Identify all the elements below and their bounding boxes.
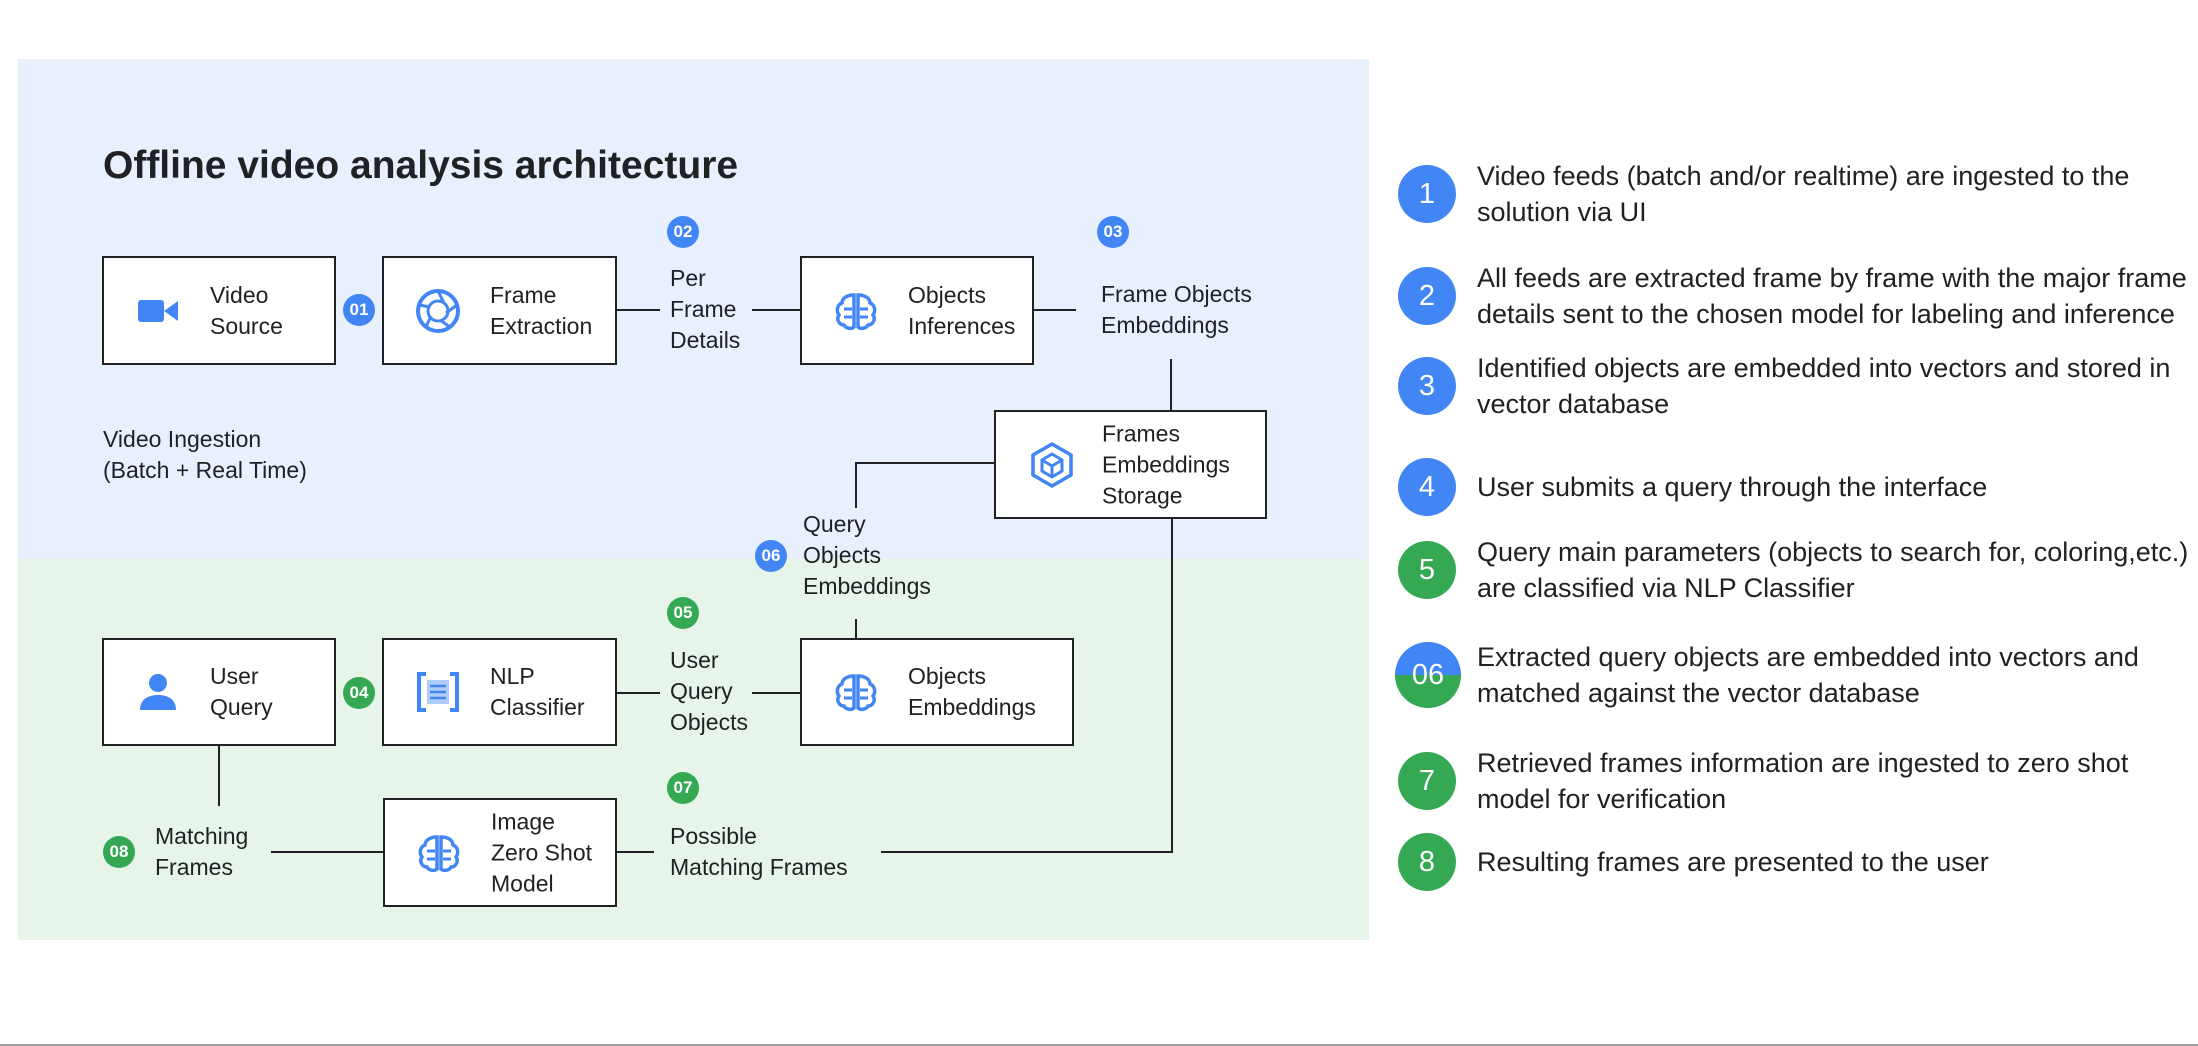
step-badge-06: 06 [755, 540, 787, 572]
step-badge-03: 03 [1097, 216, 1129, 248]
legend-number: 4 [1398, 458, 1456, 516]
legend-text: Query main parameters (objects to search… [1477, 537, 2189, 603]
legend-item-7: 7 Retrieved frames information are inges… [1398, 748, 2188, 814]
step-badge-02: 02 [667, 216, 699, 248]
legend-item-6: 06 Extracted query objects are embedded … [1395, 642, 2188, 708]
legend-text: All feeds are extracted frame by frame w… [1477, 263, 2187, 329]
legend-text: Identified objects are embedded into vec… [1477, 353, 2171, 419]
step-badge-07: 07 [667, 772, 699, 804]
legend-item-3: 3 Identified objects are embedded into v… [1398, 353, 2188, 419]
step-badge-08: 08 [103, 836, 135, 868]
video-ingestion-label: Video Ingestion(Batch + Real Time) [103, 426, 307, 483]
brain-icon [832, 668, 880, 716]
brain-icon [832, 287, 880, 335]
video-camera-icon [134, 287, 182, 335]
legend-item-2: 2 All feeds are extracted frame by frame… [1398, 263, 2188, 329]
legend-text: Video feeds (batch and/or realtime) are … [1477, 161, 2130, 227]
legend-text: Extracted query objects are embedded int… [1477, 642, 2139, 708]
person-icon [134, 668, 182, 716]
legend-text: Resulting frames are presented to the us… [1477, 847, 1989, 877]
step-badge-05: 05 [667, 597, 699, 629]
bottom-divider [0, 1044, 2198, 1046]
legend-text: Retrieved frames information are ingeste… [1477, 748, 2129, 814]
step-badge-01: 01 [343, 294, 375, 326]
legend-number: 3 [1398, 357, 1456, 415]
legend-number: 5 [1398, 541, 1456, 599]
step-badge-04: 04 [343, 677, 375, 709]
legend-number: 06 [1395, 642, 1461, 708]
cube-icon [1028, 441, 1076, 489]
legend-item-4: 4 User submits a query through the inter… [1398, 458, 2188, 516]
legend-text: User submits a query through the interfa… [1477, 472, 1988, 502]
legend-item-5: 5 Query main parameters (objects to sear… [1398, 537, 2188, 603]
legend-item-8: 8 Resulting frames are presented to the … [1398, 833, 2188, 891]
legend-number: 1 [1398, 165, 1456, 223]
brain-icon [415, 829, 463, 877]
legend-item-1: 1 Video feeds (batch and/or realtime) ar… [1398, 161, 2188, 227]
legend-number: 7 [1398, 752, 1456, 810]
diagram-title: Offline video analysis architecture [103, 144, 739, 187]
document-brackets-icon [414, 668, 462, 716]
legend-number: 8 [1398, 833, 1456, 891]
shutter-icon [414, 287, 462, 335]
legend-number: 2 [1398, 267, 1456, 325]
